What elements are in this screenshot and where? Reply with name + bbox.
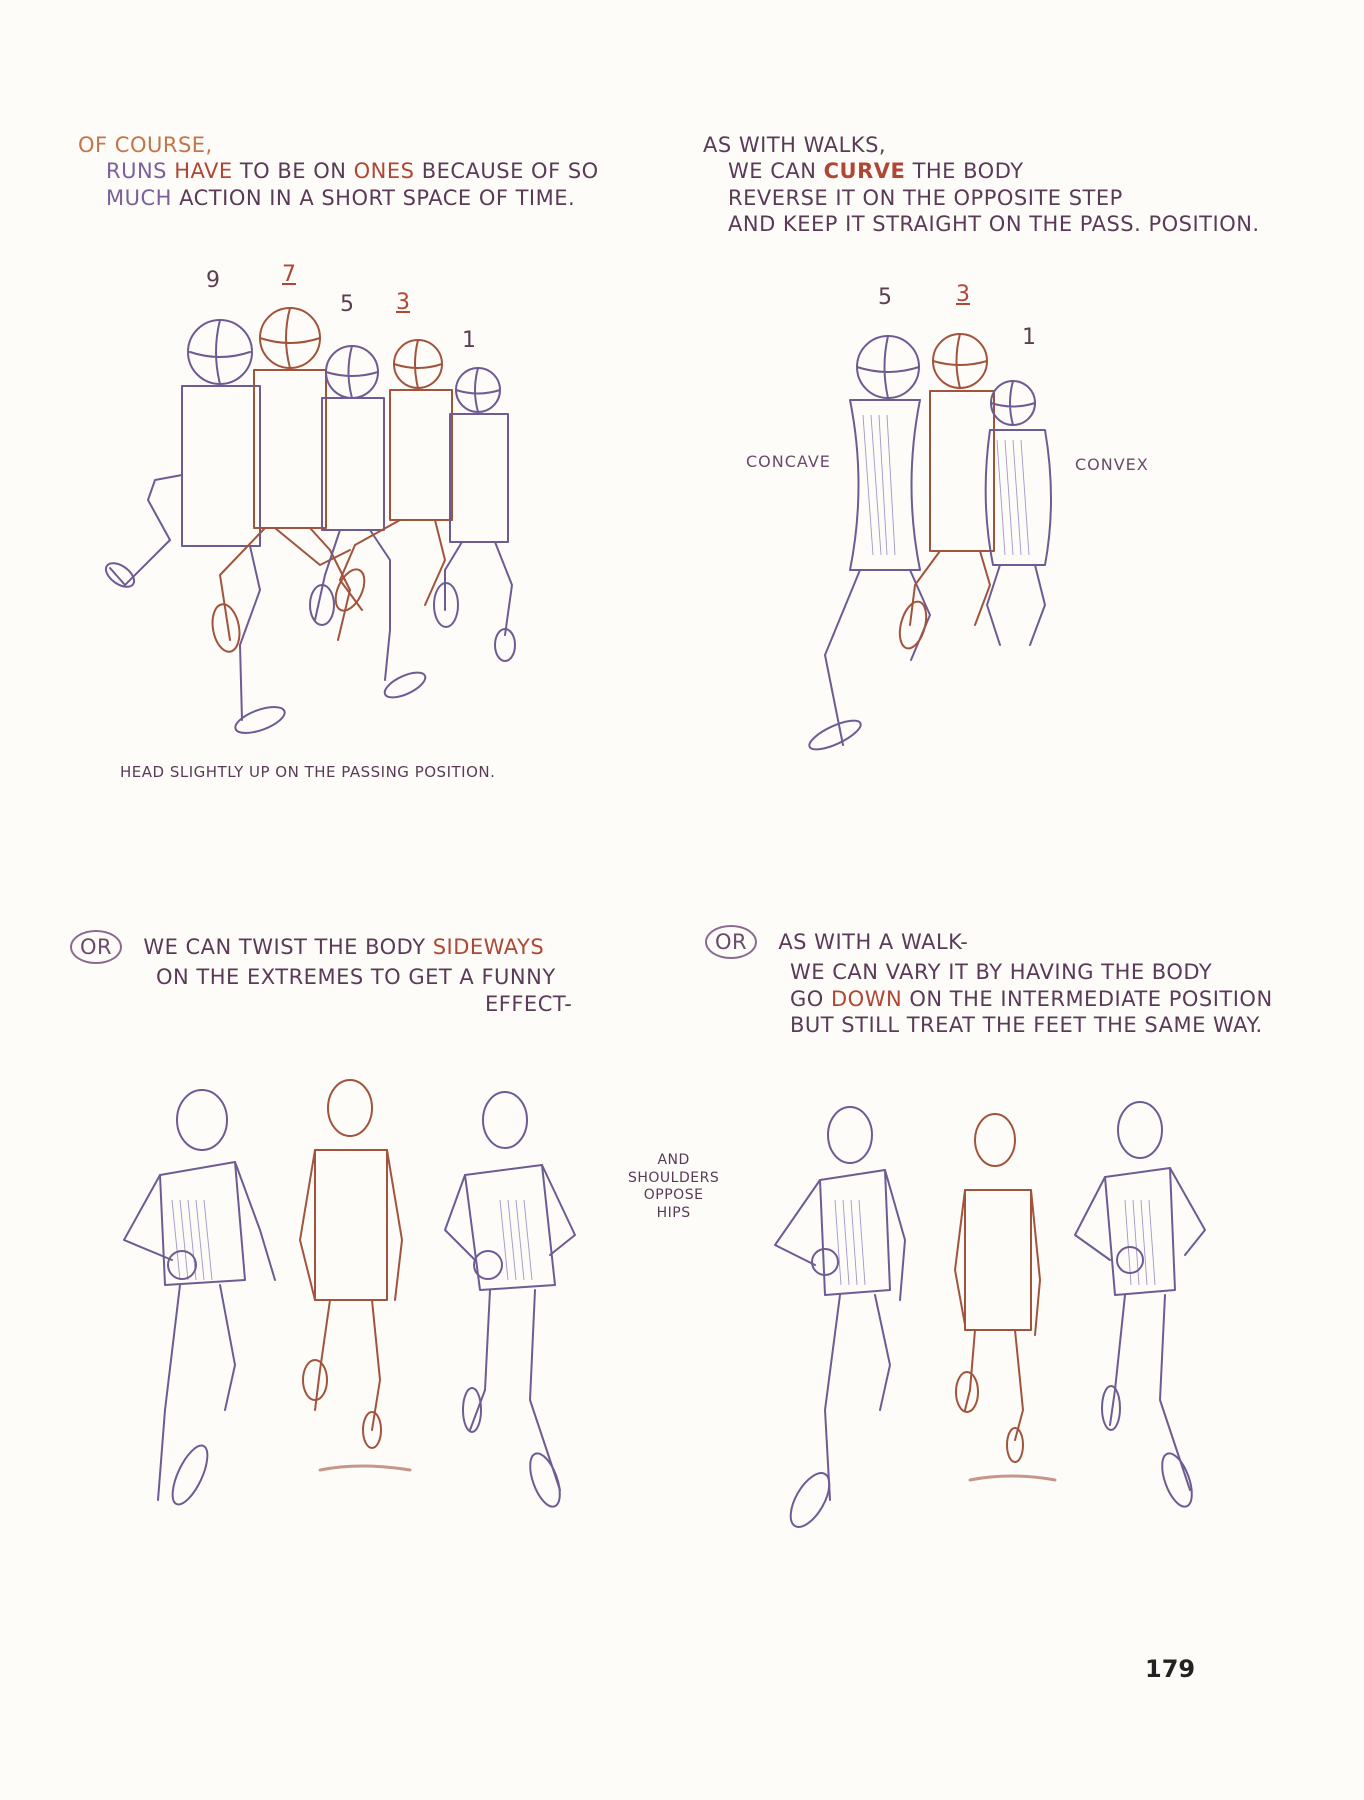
runner-twist-right (445, 1092, 575, 1510)
word-curve: CURVE (824, 159, 906, 183)
bottom-right-line-2: WE CAN VARY IT BY HAVING THE BODY (705, 959, 1273, 985)
page-number: 179 (1145, 1655, 1195, 1683)
runner-down-middle (955, 1114, 1055, 1480)
top-left-line-2: RUNS HAVE TO BE ON ONES BECAUSE OF SO (78, 158, 599, 184)
note-line-4: HIPS (628, 1205, 719, 1223)
label-convex: CONVEX (1075, 455, 1149, 474)
bottom-right-line-4: BUT STILL TREAT THE FEET THE SAME WAY. (705, 1012, 1273, 1038)
bottom-left-text: OR WE CAN TWIST THE BODY SIDEWAYS ON THE… (70, 930, 572, 1017)
text-action: ACTION IN A SHORT SPACE OF TIME. (179, 186, 575, 210)
top-right-line-1: AS WITH WALKS, (703, 132, 1260, 158)
runner-twist-middle (300, 1080, 410, 1470)
bottom-right-line-1: OR AS WITH A WALK- (705, 925, 1273, 959)
run-sequence-drawing (100, 300, 570, 740)
runner-convex (986, 381, 1051, 645)
top-left-text: OF COURSE, RUNS HAVE TO BE ON ONES BECAU… (78, 132, 599, 211)
runner-frame-5 (310, 346, 429, 702)
word-go: GO (790, 987, 824, 1011)
runner-frame-9 (102, 320, 288, 738)
text-the-body: THE BODY (913, 159, 1024, 183)
bottom-left-line-2: ON THE EXTREMES TO GET A FUNNY (70, 964, 572, 990)
frame-number-7: 7 (282, 262, 296, 287)
body-down-drawing (765, 1080, 1235, 1520)
top-right-line-2: WE CAN CURVE THE BODY (703, 158, 1260, 184)
runner-down-left (775, 1107, 905, 1533)
word-runs: RUNS (106, 159, 167, 183)
caption-head-slightly-up: HEAD SLIGHTLY UP ON THE PASSING POSITION… (120, 763, 495, 781)
curved-body-drawing (815, 325, 1075, 765)
runner-twist-left (124, 1090, 275, 1509)
bottom-left-line-3: EFFECT- (70, 991, 572, 1017)
top-left-line-3: MUCH ACTION IN A SHORT SPACE OF TIME. (78, 185, 599, 211)
note-line-1: AND (628, 1152, 719, 1170)
text-intermediate: ON THE INTERMEDIATE POSITION (909, 987, 1272, 1011)
top-left-line-1: OF COURSE, (78, 132, 599, 158)
runner-straight (895, 334, 994, 651)
text-as-with-walk: AS WITH A WALK- (778, 930, 968, 954)
runner-frame-1 (434, 368, 515, 661)
top-right-line-4: AND KEEP IT STRAIGHT ON THE PASS. POSITI… (703, 211, 1260, 237)
word-have: HAVE (174, 159, 232, 183)
word-much: MUCH (106, 186, 172, 210)
word-ones: ONES (354, 159, 415, 183)
frame-number-5-right: 5 (878, 285, 892, 310)
text-to-be-on: TO BE ON (240, 159, 347, 183)
twisted-body-drawing (110, 1080, 610, 1520)
or-badge-right: OR (705, 925, 757, 959)
or-badge-left: OR (70, 930, 122, 964)
shoulders-oppose-hips-note: AND SHOULDERS OPPOSE HIPS (628, 1152, 719, 1222)
text-because: BECAUSE OF SO (422, 159, 599, 183)
frame-number-9: 9 (206, 268, 220, 293)
frame-number-3-right: 3 (956, 282, 970, 307)
top-right-line-3: REVERSE IT ON THE OPPOSITE STEP (703, 185, 1260, 211)
word-down: DOWN (831, 987, 902, 1011)
text-twist: WE CAN TWIST THE BODY (143, 935, 425, 959)
bottom-right-text: OR AS WITH A WALK- WE CAN VARY IT BY HAV… (705, 925, 1273, 1038)
word-sideways: SIDEWAYS (433, 935, 544, 959)
text-we-can: WE CAN (728, 159, 816, 183)
runner-concave (806, 336, 930, 755)
runner-down-right (1075, 1102, 1205, 1510)
top-right-text: AS WITH WALKS, WE CAN CURVE THE BODY REV… (703, 132, 1260, 237)
note-line-3: OPPOSE (628, 1187, 719, 1205)
note-line-2: SHOULDERS (628, 1170, 719, 1188)
bottom-left-line-1: OR WE CAN TWIST THE BODY SIDEWAYS (70, 930, 572, 964)
bottom-right-line-3: GO DOWN ON THE INTERMEDIATE POSITION (705, 986, 1273, 1012)
